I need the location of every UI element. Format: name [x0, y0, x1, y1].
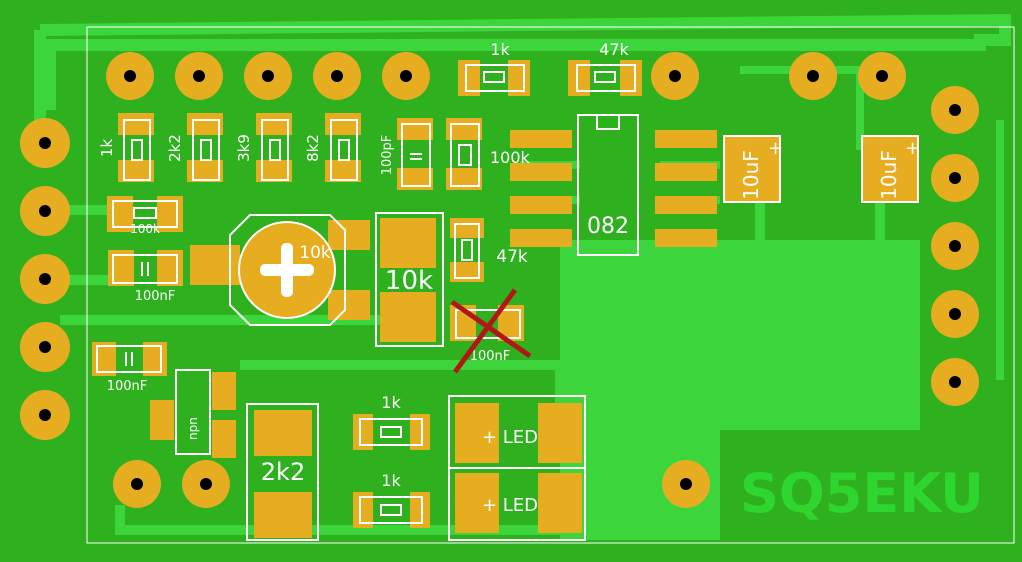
pad-left-1 [20, 118, 70, 168]
label-r-2k2-big: 2k2 [261, 458, 305, 486]
label-c-10uf-2: 10uF [877, 150, 901, 200]
resistor-47k: 47k [450, 218, 528, 282]
label-r-top-1k: 1k [490, 40, 510, 59]
label-r-100k-right: 100k [490, 148, 531, 167]
label-r-3k9: 3k9 [235, 134, 253, 162]
pad-top-8 [858, 52, 906, 100]
potentiometer-10k: 10k [190, 214, 370, 326]
cross-mark-line-2 [452, 288, 518, 374]
resistor-100k-right: 100k [446, 118, 531, 190]
pad-left-2 [20, 186, 70, 236]
pad-left-3 [20, 254, 70, 304]
transistor-npn: npn [150, 369, 236, 458]
resistor-2k2: 2k2 [166, 113, 223, 182]
label-c-100pf: 100pF [380, 135, 395, 176]
resistor-led-2: 1k [353, 471, 430, 528]
pad-left-4 [20, 322, 70, 372]
capacitor-10uf-1: 10uF + [723, 135, 783, 203]
trace-top-loop [39, 13, 1011, 110]
resistor-100k-left: 100k [107, 196, 183, 236]
pad-right-2 [931, 154, 979, 202]
board-outline [86, 26, 1015, 544]
right-header [931, 86, 979, 406]
pad-left-5 [20, 390, 70, 440]
label-r-led-1: 1k [381, 393, 401, 412]
pad-top-6 [651, 52, 699, 100]
label-c-100nf-1: 100nF [135, 289, 176, 304]
trace-mid [240, 360, 565, 420]
pad-right-4 [931, 290, 979, 338]
label-r-1k: 1k [98, 139, 116, 158]
label-c-100nf-2: 100nF [107, 379, 148, 394]
resistor-10k: 10k [375, 212, 444, 347]
pad-bottom-2 [182, 460, 230, 508]
label-r-100k-left: 100k [130, 222, 160, 236]
brand-callsign: SQ5EKU [740, 462, 984, 525]
capacitor-10uf-2: 10uF + [861, 135, 920, 203]
trace-caps [755, 200, 885, 240]
label-r-10k: 10k [385, 266, 433, 296]
pad-right-5 [931, 358, 979, 406]
label-ic: 082 [587, 214, 629, 239]
resistor-1k: 1k [98, 113, 154, 182]
pad-right-3 [931, 222, 979, 270]
label-r-led-2: 1k [381, 471, 401, 490]
pad-bottom-3 [662, 460, 710, 508]
top-pads [106, 52, 906, 100]
resistor-led-1: 1k [353, 393, 430, 450]
led-2: + LED [448, 467, 586, 541]
ic-082: 082 [510, 114, 717, 256]
pad-top-4 [313, 52, 361, 100]
label-c-10uf-1: 10uF [739, 150, 763, 200]
resistor-top-47k: 47k [568, 40, 642, 96]
label-r-47k: 47k [496, 247, 528, 267]
trace-bottom [115, 505, 560, 535]
cross-mark-line-1 [450, 299, 532, 359]
left-header [20, 118, 70, 440]
pad-top-2 [175, 52, 223, 100]
capacitor-100nf-2: 100nF [92, 342, 167, 394]
label-r-8k2: 8k2 [304, 134, 322, 162]
resistor-top-1k: 1k [458, 40, 530, 96]
label-r-top-47k: 47k [599, 40, 629, 59]
pad-top-5 [382, 52, 430, 100]
label-pot: 10k [299, 243, 331, 263]
label-c-100nf-x: 100nF [470, 349, 511, 364]
label-transistor: npn [186, 417, 200, 440]
capacitor-100nf-crossed: 100nF [450, 288, 532, 374]
svg-text:+: + [905, 138, 920, 159]
label-led-1: + LED [482, 427, 538, 448]
resistor-2k2-big: 2k2 [246, 403, 319, 541]
resistor-3k9: 3k9 [235, 113, 292, 182]
led-1: + LED [448, 395, 586, 469]
pad-top-3 [244, 52, 292, 100]
label-led-2: + LED [482, 495, 538, 516]
pad-bottom-1 [113, 460, 161, 508]
pad-top-7 [789, 52, 837, 100]
svg-text:+: + [768, 138, 783, 159]
label-r-2k2: 2k2 [166, 134, 184, 162]
resistor-8k2: 8k2 [304, 113, 361, 182]
pad-right-1 [931, 86, 979, 134]
copper-pour [560, 240, 920, 540]
pad-top-1 [106, 52, 154, 100]
capacitor-100nf-1: 100nF [108, 250, 183, 304]
bottom-pads [113, 460, 710, 508]
capacitor-100pf: 100pF [380, 118, 433, 190]
